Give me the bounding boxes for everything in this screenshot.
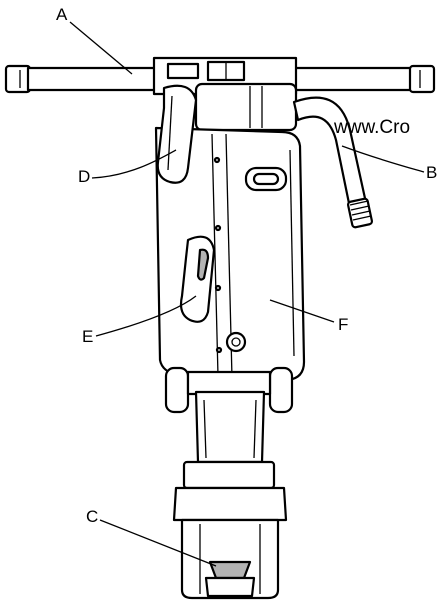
- leader-a: [69, 21, 133, 75]
- head-block: [194, 82, 298, 132]
- leader-f: [269, 299, 335, 323]
- side-grip: [179, 235, 216, 323]
- leader-d: [91, 149, 177, 179]
- callout-e: E: [82, 327, 93, 346]
- air-hose: [292, 96, 374, 229]
- watermark-text: www.Cro: [333, 117, 410, 138]
- retainer-latch: [172, 460, 288, 600]
- callout-c: C: [86, 507, 98, 526]
- callout-leaders: [69, 21, 425, 567]
- leader-b: [341, 145, 425, 173]
- lower-shank: [164, 366, 294, 464]
- leader-c: [99, 519, 217, 567]
- leader-e: [95, 295, 197, 337]
- callout-d: D: [78, 167, 90, 186]
- upper-grip: [156, 84, 198, 184]
- callout-f: F: [338, 315, 348, 334]
- callout-b: B: [426, 163, 437, 182]
- callout-a: A: [56, 5, 68, 24]
